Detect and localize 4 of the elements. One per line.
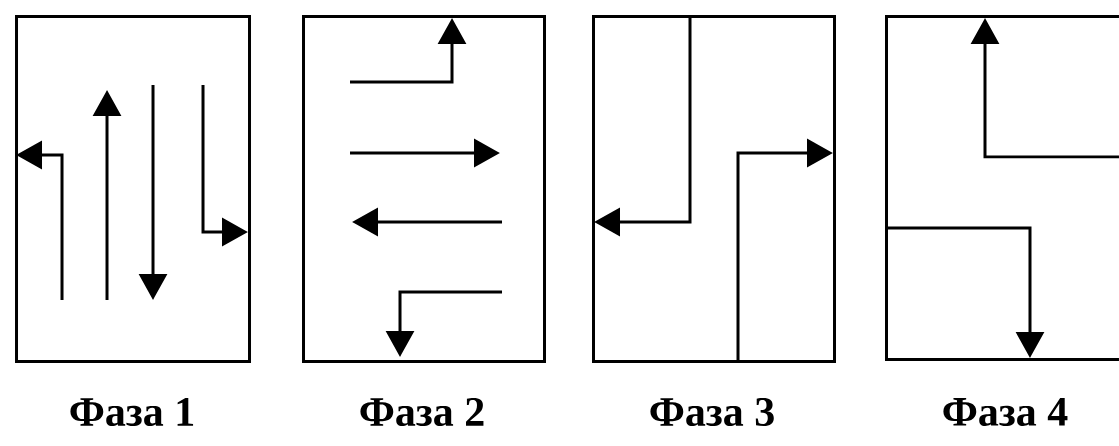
phase-label: Фаза 3	[650, 397, 774, 427]
phase-label: Фаза 4	[943, 397, 1068, 426]
phase-label: Фаза 1	[70, 397, 194, 427]
phase-label: Фаза 2	[360, 397, 484, 427]
